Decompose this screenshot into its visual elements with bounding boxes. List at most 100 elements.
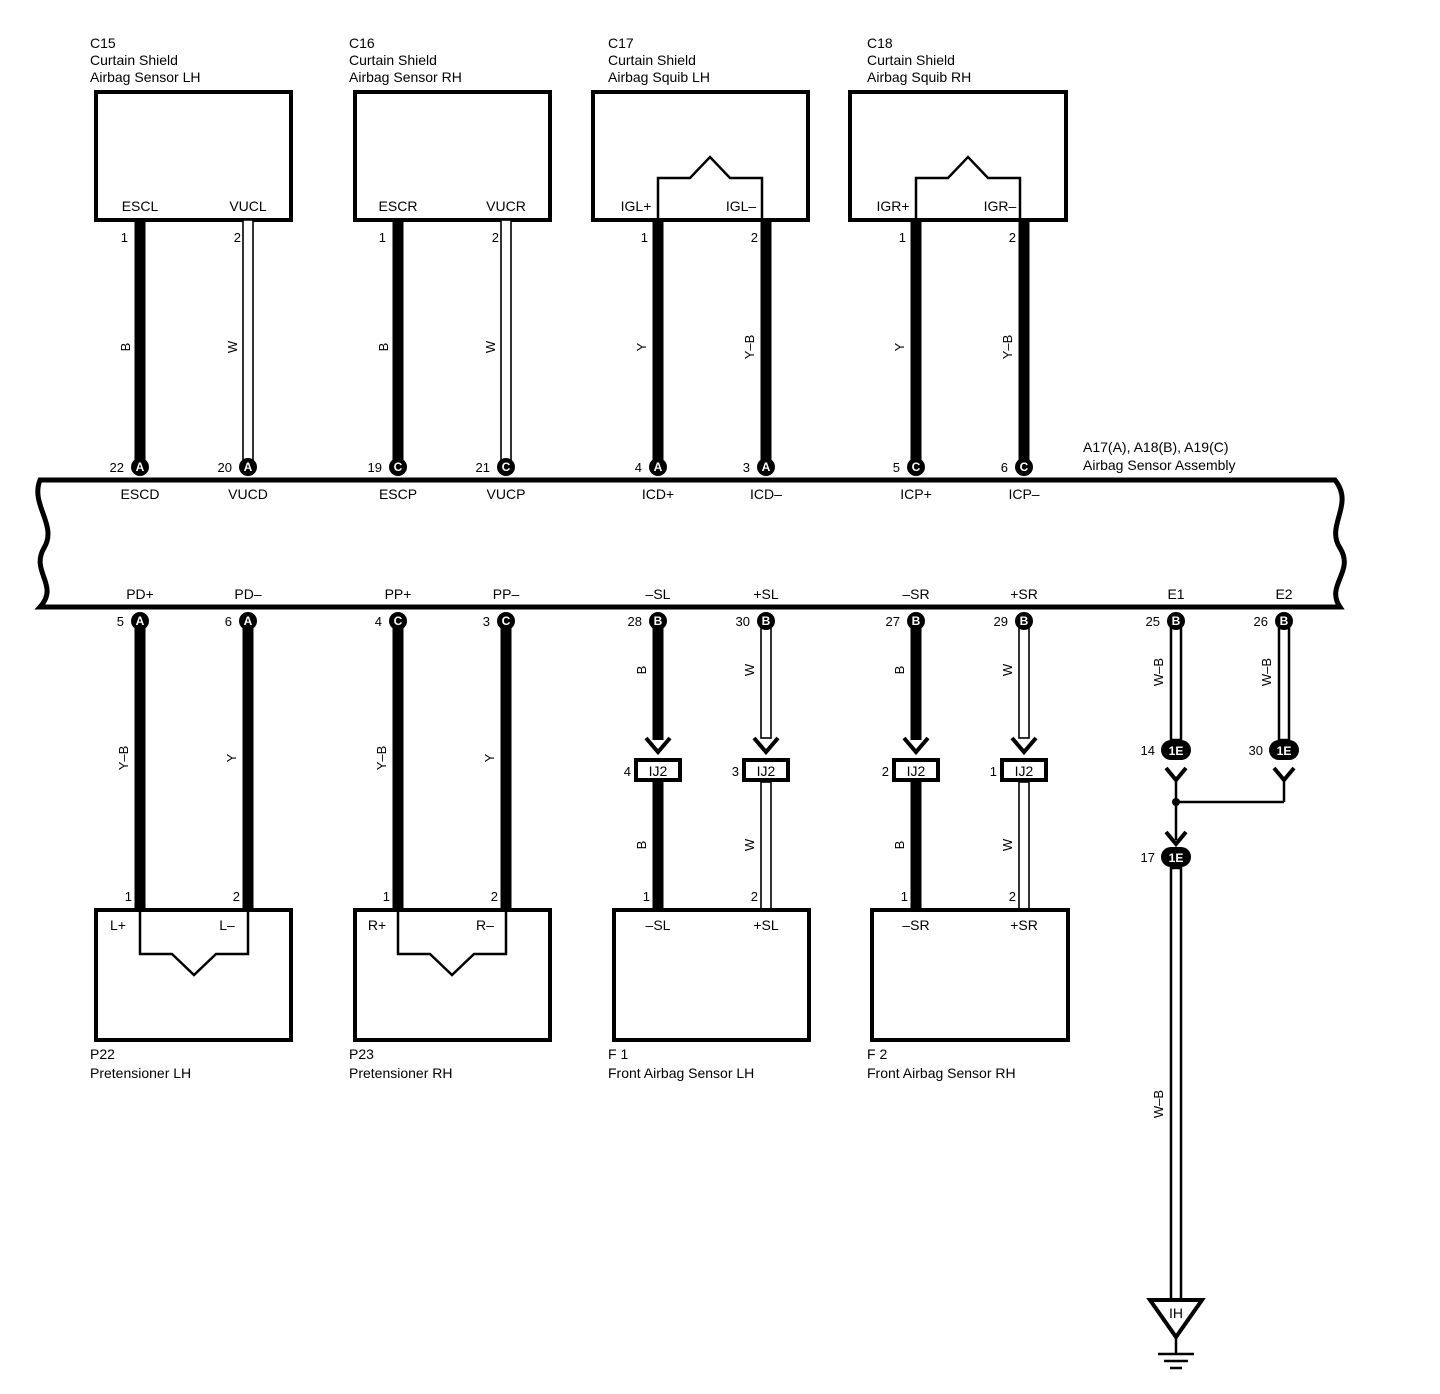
wire-vucd: 2 W 20 A VUCD	[218, 219, 268, 502]
chevron-down-icon	[902, 736, 930, 756]
wire-color-label: Y–B	[742, 335, 757, 360]
wire-sl-plus: +SL B 30 W IJ2 3 W 2	[732, 586, 790, 911]
component-name-line2: Airbag Sensor LH	[90, 69, 201, 85]
connector-marker	[1015, 612, 1033, 630]
ground-point	[1146, 1298, 1206, 1341]
component-box	[353, 90, 552, 222]
connector-1e	[1161, 847, 1191, 867]
component-pin-number: 2	[233, 889, 240, 904]
terminal-label: L+	[110, 917, 126, 933]
assembly-pin-number: 28	[628, 614, 642, 629]
wire-color-label: W–B	[1151, 1090, 1166, 1118]
connector-letter: A	[244, 614, 253, 628]
wire-color-label: W	[1000, 838, 1015, 851]
assembly-pin-number: 3	[483, 614, 490, 629]
splice-point	[1172, 798, 1180, 806]
assembly-pin-number: 20	[218, 460, 232, 475]
assembly-pin-number: 3	[743, 460, 750, 475]
connector-letter: B	[654, 614, 663, 628]
component-code: C17	[608, 35, 634, 51]
component-c15: C15 Curtain Shield Airbag Sensor LH ESCL…	[90, 35, 293, 222]
wire-color-label: W	[742, 663, 757, 676]
assembly-terminal-label: PD+	[126, 586, 154, 602]
component-name-line1: Curtain Shield	[867, 52, 955, 68]
component-box	[94, 90, 293, 222]
assembly-pin-number: 27	[886, 614, 900, 629]
chevron-down-icon	[1010, 736, 1038, 756]
component-name: Front Airbag Sensor RH	[867, 1065, 1016, 1081]
connector-letter: C	[912, 460, 921, 474]
component-code: F 2	[867, 1046, 887, 1062]
connector-letter: B	[1172, 614, 1181, 628]
wire-pp-plus: PP+ C 4 Y–B 1	[374, 586, 411, 910]
connector-marker	[131, 458, 149, 476]
connector-marker	[497, 458, 515, 476]
connector-marker	[497, 612, 515, 630]
component-name-line1: Curtain Shield	[349, 52, 437, 68]
assembly-body-outline	[34, 477, 1347, 610]
connector-letter: A	[136, 614, 145, 628]
connector-marker	[389, 612, 407, 630]
component-name-line2: Airbag Squib LH	[608, 69, 710, 85]
junction-code: IJ2	[757, 763, 776, 779]
junction-pin-number: 4	[624, 764, 631, 779]
junction-code: IJ2	[1015, 763, 1034, 779]
squib-symbol-icon	[138, 910, 250, 977]
wire-icp-minus: 2 Y–B 6 C ICP–	[1000, 220, 1040, 502]
connector-letter: A	[762, 460, 771, 474]
airbag-sensor-assembly: A17(A), A18(B), A19(C) Airbag Sensor Ass…	[34, 439, 1347, 610]
assembly-terminal-label: –SL	[646, 586, 671, 602]
terminal-label: +SL	[753, 917, 779, 933]
assembly-terminal-label: E1	[1167, 586, 1184, 602]
assembly-terminal-label: VUCP	[487, 486, 526, 502]
component-pin-number: 1	[125, 889, 132, 904]
wire-color-label: B	[634, 666, 649, 675]
connector-marker	[131, 612, 149, 630]
chevron-down-icon	[1272, 766, 1296, 784]
wire-color-label: Y–B	[1000, 335, 1015, 360]
chevron-down-icon	[644, 736, 672, 756]
wire-thin	[760, 625, 772, 739]
wire-color-label: B	[892, 841, 907, 850]
squib-symbol-icon	[656, 155, 764, 220]
connector-marker	[757, 458, 775, 476]
wire-icp-plus: 1 Y 5 C ICP+	[892, 220, 932, 502]
junction-connector	[742, 758, 790, 782]
component-code: C15	[90, 35, 116, 51]
connector-marker	[239, 458, 257, 476]
connector-1e	[1269, 740, 1299, 760]
wire-color-label: W–B	[1151, 658, 1166, 686]
connector-marker	[649, 612, 667, 630]
component-pin-number: 2	[1009, 230, 1016, 245]
wire-color-label: Y	[482, 753, 497, 762]
connector-marker	[389, 458, 407, 476]
connector-letter: C	[502, 614, 511, 628]
wire-icd-minus: 2 Y–B 3 A ICD–	[742, 220, 782, 502]
assembly-pin-number: 21	[476, 460, 490, 475]
connector-letter: C	[1020, 460, 1029, 474]
component-pin-number: 1	[899, 230, 906, 245]
junction-connector	[1000, 758, 1048, 782]
assembly-pin-number: 5	[893, 460, 900, 475]
junction-connector	[634, 758, 682, 782]
wire-color-label: B	[118, 343, 133, 352]
terminal-label: R–	[476, 917, 494, 933]
component-box	[612, 908, 811, 1042]
terminal-label: ESCR	[379, 198, 418, 214]
component-pin-number: 2	[1009, 889, 1016, 904]
assembly-pin-number: 6	[225, 614, 232, 629]
assembly-pin-number: 4	[375, 614, 382, 629]
assembly-pin-number: 30	[736, 614, 750, 629]
assembly-terminal-label: –SR	[902, 586, 929, 602]
assembly-terminal-label: +SL	[753, 586, 779, 602]
wire-vucp: 2 W 21 C VUCP	[476, 219, 526, 502]
assembly-pin-number: 22	[110, 460, 124, 475]
assembly-pin-number: 4	[635, 460, 642, 475]
component-c17: C17 Curtain Shield Airbag Squib LH IGL+ …	[591, 35, 810, 222]
terminal-label: VUCL	[229, 198, 267, 214]
squib-symbol-icon	[396, 910, 508, 977]
connector-letter: A	[136, 460, 145, 474]
wire-pd-plus: PD+ A 5 Y–B 1	[116, 586, 154, 910]
component-code: F 1	[608, 1046, 628, 1062]
